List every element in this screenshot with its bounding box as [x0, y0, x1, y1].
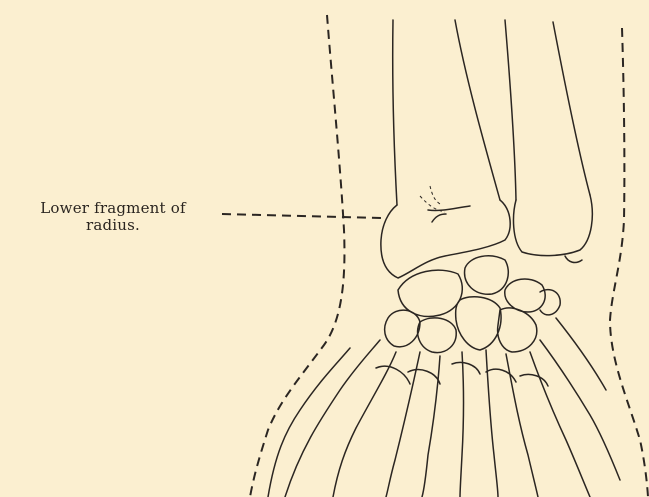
fourth-metacarpal — [506, 352, 590, 497]
ulna-bone — [505, 20, 592, 263]
radius-lower-fragment — [381, 200, 510, 278]
callout-line-2: radius. — [8, 217, 218, 234]
ulna-head — [514, 195, 593, 256]
radius-bone — [381, 20, 510, 278]
callout-line-1: Lower fragment of — [8, 200, 218, 217]
triquetrum — [505, 279, 545, 312]
radius-shaft-right — [455, 20, 500, 200]
trapezium — [385, 310, 420, 347]
skin-outline-left — [250, 15, 344, 497]
scaphoid — [398, 270, 462, 316]
ulna-shaft-right — [553, 22, 590, 195]
skin-outline-right — [610, 28, 648, 497]
metacarpal-bones — [268, 318, 620, 497]
capitate — [456, 297, 501, 350]
fifth-metacarpal — [540, 318, 620, 480]
trapezoid — [418, 318, 457, 353]
hamate — [498, 308, 537, 352]
radius-shaft-left — [393, 20, 397, 205]
fracture-line — [420, 186, 445, 212]
callout-label: Lower fragment of radius. — [8, 200, 218, 234]
callout-leader-line — [222, 214, 383, 218]
first-metacarpal — [285, 340, 396, 497]
ulna-styloid — [565, 256, 582, 263]
lunate — [465, 256, 509, 294]
ulna-shaft-left — [505, 20, 516, 200]
